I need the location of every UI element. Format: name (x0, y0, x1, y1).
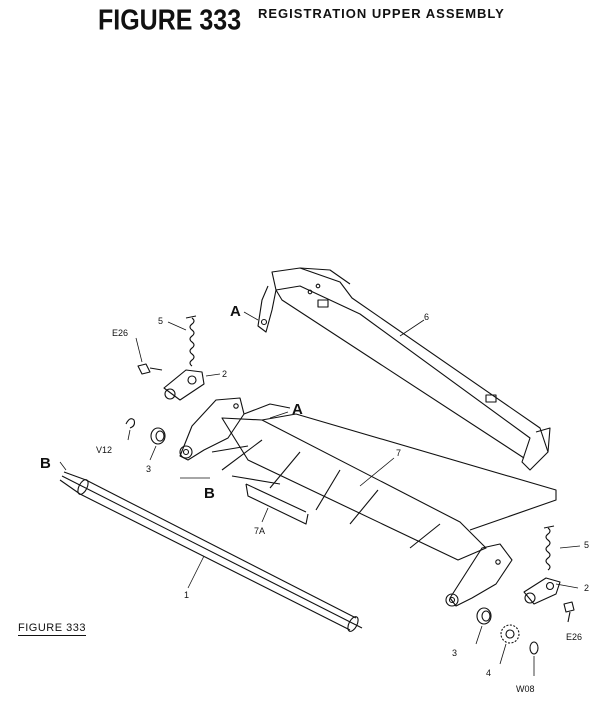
shaft-part-1 (59, 471, 363, 632)
callout-2-left: 2 (222, 369, 227, 379)
callout-a-top: A (230, 303, 241, 320)
callout-b-mid: B (204, 485, 215, 502)
left-screw-e26 (137, 363, 163, 375)
washer-w08 (529, 641, 539, 655)
frame-part-6 (257, 267, 551, 471)
callout-v12: V12 (96, 445, 112, 455)
left-spring-part-5 (185, 315, 197, 367)
right-arm-part-2 (523, 577, 561, 605)
callout-2-right: 2 (584, 583, 589, 593)
figure-corner-label: FIGURE 333 (18, 622, 86, 636)
left-bracket (179, 397, 291, 461)
callout-5-right: 5 (584, 540, 589, 550)
callout-3-left: 3 (146, 464, 151, 474)
leader-lines (59, 311, 581, 676)
figure-title: REGISTRATION UPPER ASSEMBLY (258, 6, 505, 21)
right-screw-e26 (563, 601, 575, 623)
strip-part-7a (245, 483, 309, 525)
gear-part-4 (500, 624, 520, 644)
left-bushing-part-3 (150, 427, 166, 445)
callout-7a: 7A (254, 526, 265, 536)
callout-e26-right: E26 (566, 632, 582, 642)
left-arm-part-2 (163, 369, 205, 401)
callout-3-right: 3 (452, 648, 457, 658)
callout-a-mid: A (292, 401, 303, 418)
callout-6: 6 (424, 312, 429, 322)
callout-5-left: 5 (158, 316, 163, 326)
callout-1: 1 (184, 590, 189, 600)
right-bushing-part-3 (476, 607, 492, 625)
right-bracket (445, 543, 513, 607)
left-clip-v12 (125, 418, 136, 429)
callout-4: 4 (486, 668, 491, 678)
callout-w08: W08 (516, 684, 535, 694)
guide-plate-part-7 (211, 413, 557, 561)
callout-b-left: B (40, 455, 51, 472)
callout-e26-left: E26 (112, 328, 128, 338)
figure-number: FIGURE 333 (98, 4, 242, 37)
callout-7: 7 (396, 448, 401, 458)
right-spring-part-5 (543, 525, 555, 571)
